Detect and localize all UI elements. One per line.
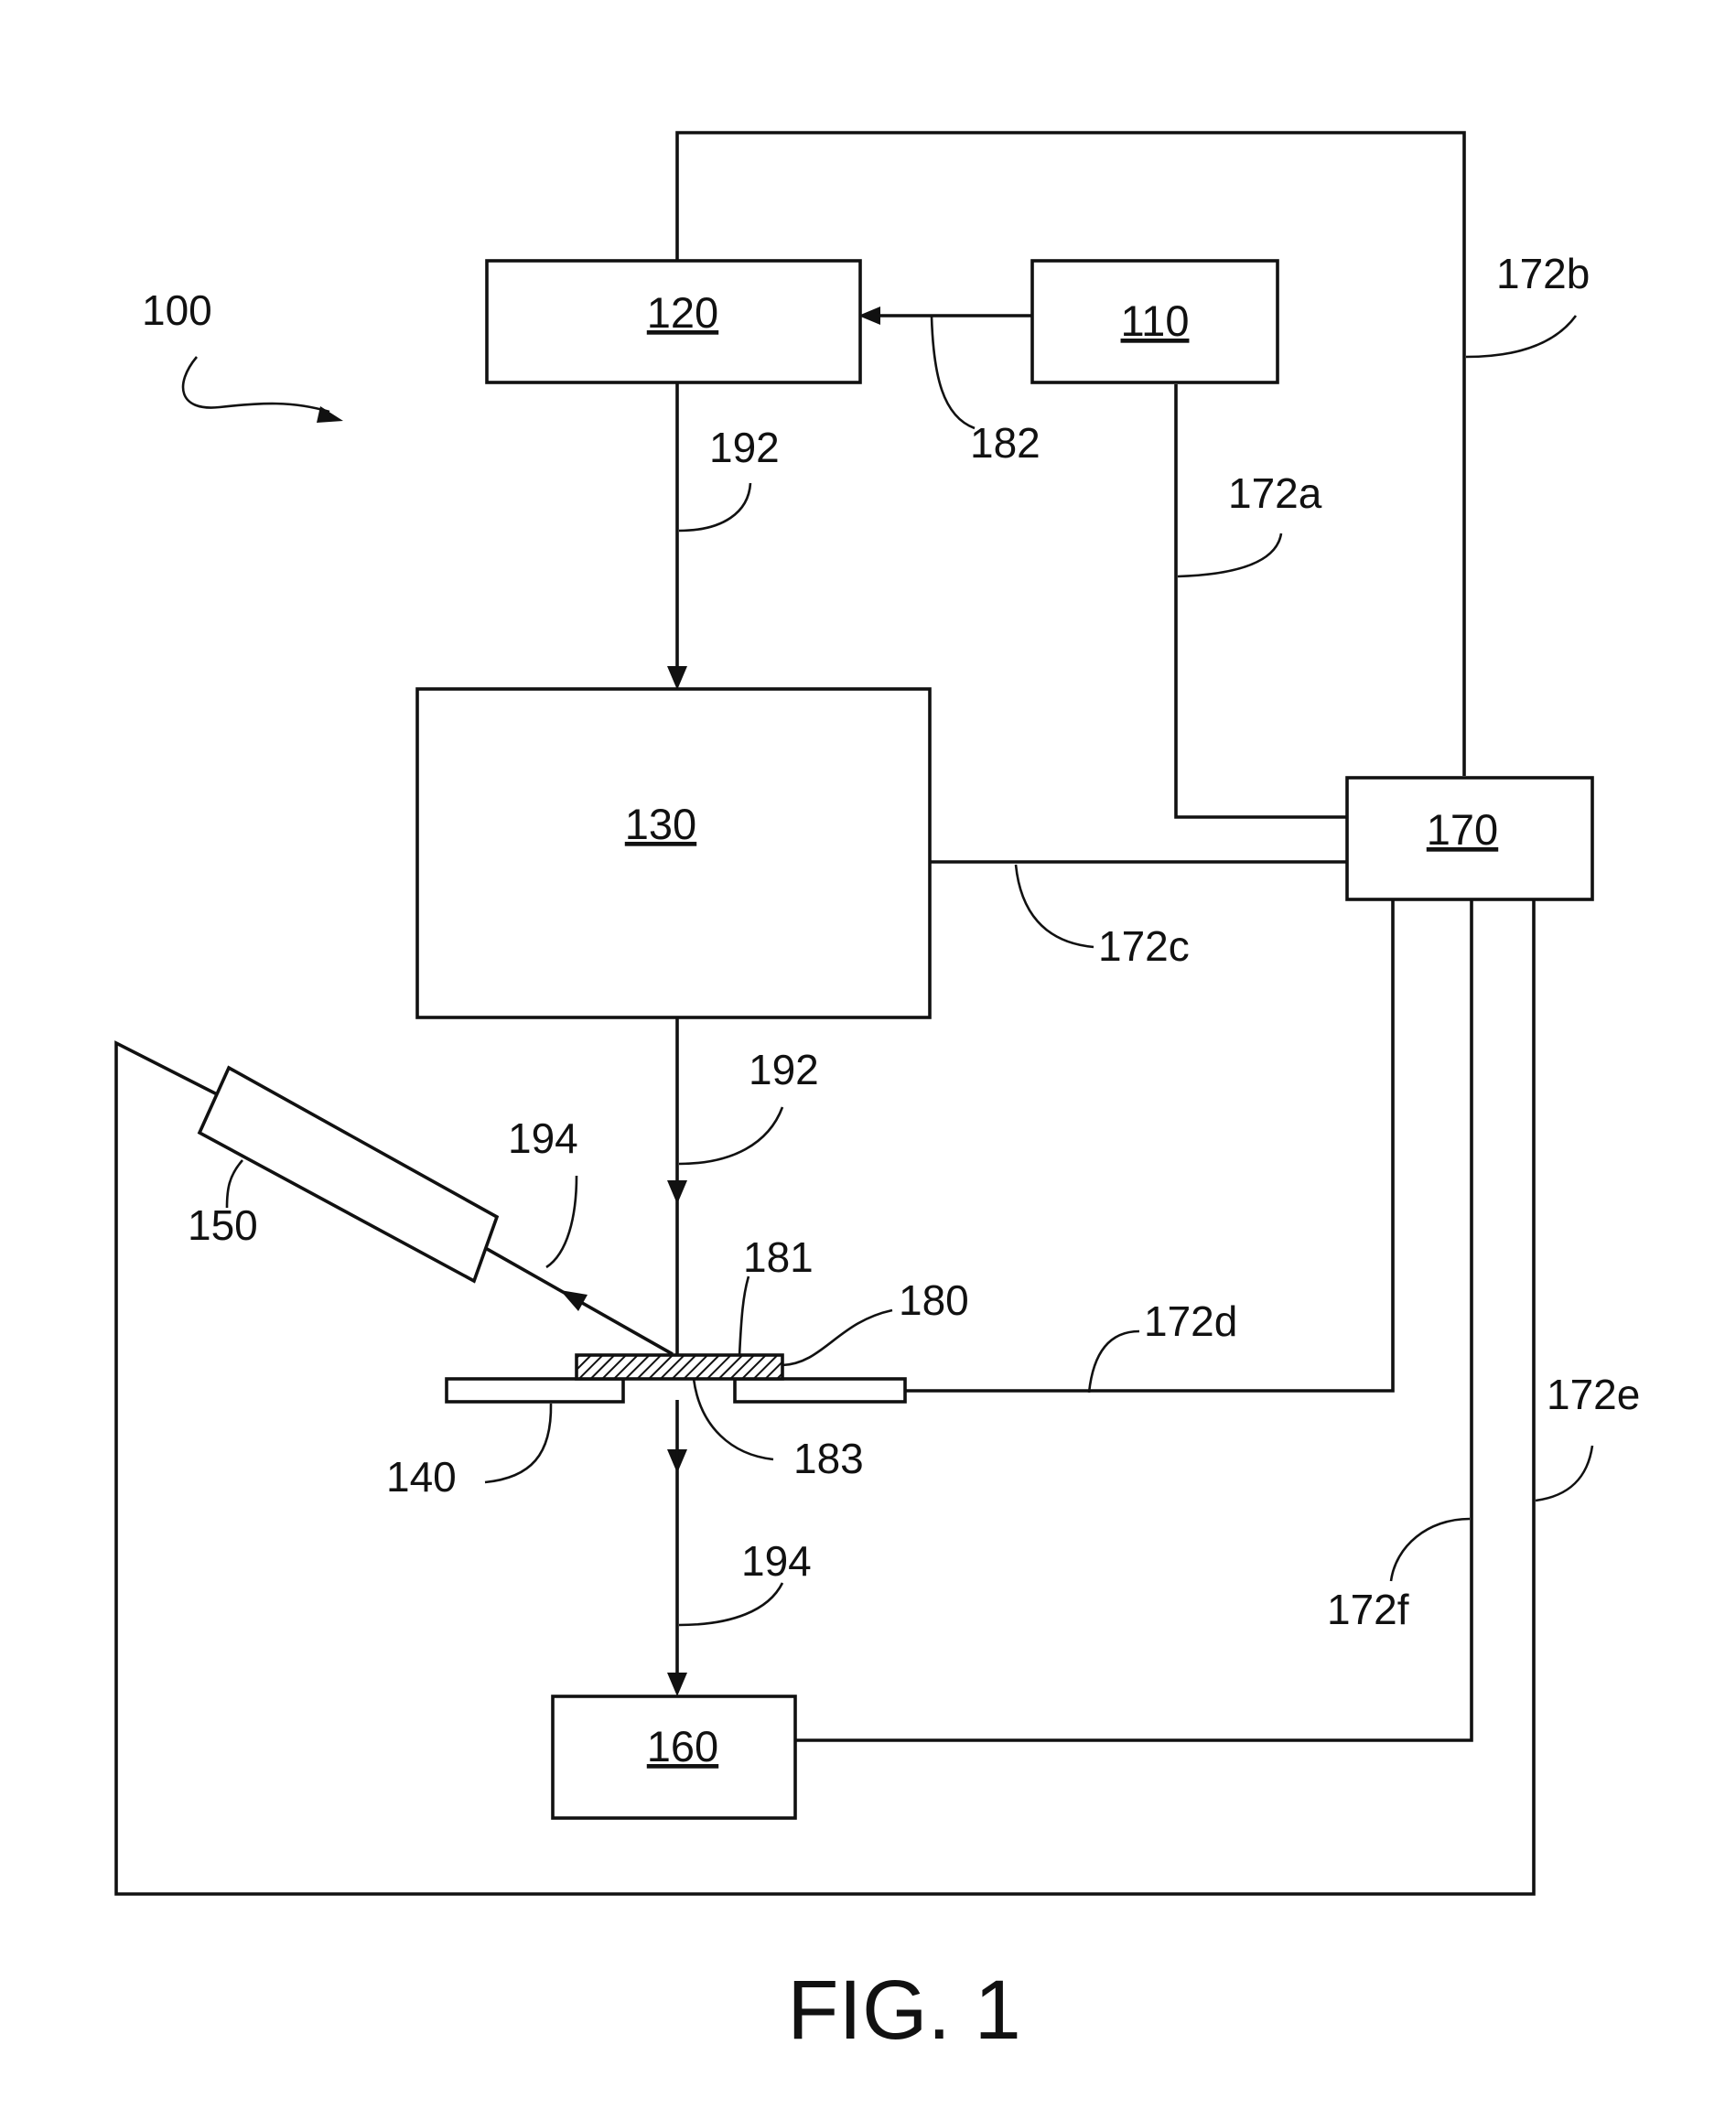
leader-182 [932, 317, 975, 428]
label-120: 120 [647, 288, 718, 337]
leader-140 [485, 1404, 551, 1482]
label-172c: 172c [1098, 922, 1190, 970]
figure-caption: FIG. 1 [787, 1964, 1021, 2057]
leader-100 [183, 357, 329, 412]
label-172e: 172e [1547, 1371, 1640, 1418]
arrowhead-194-lower [667, 1673, 687, 1696]
label-172b: 172b [1496, 250, 1590, 297]
stage-140-right [735, 1379, 905, 1402]
label-140: 140 [386, 1453, 457, 1501]
label-192-mid: 192 [749, 1046, 819, 1093]
leader-181 [739, 1276, 749, 1356]
label-170: 170 [1427, 805, 1498, 854]
line-172a [1176, 384, 1347, 817]
box-130 [417, 689, 930, 1017]
label-181: 181 [743, 1233, 814, 1281]
label-183: 183 [793, 1435, 864, 1482]
label-180: 180 [899, 1276, 969, 1324]
label-160: 160 [647, 1722, 718, 1770]
stage-140-left [447, 1379, 623, 1402]
label-172a: 172a [1228, 469, 1322, 517]
line-172b [677, 133, 1464, 776]
leader-180 [782, 1310, 892, 1365]
leader-172d [1089, 1331, 1139, 1393]
label-194-lower: 194 [741, 1537, 812, 1585]
leader-194-upper [546, 1176, 577, 1267]
arrowhead-194-upper [560, 1290, 588, 1311]
arrowhead-192-mid [667, 1180, 687, 1204]
label-172d: 172d [1144, 1297, 1237, 1345]
arrowhead-100 [317, 406, 343, 423]
label-110: 110 [1121, 296, 1190, 345]
label-172f: 172f [1327, 1586, 1409, 1633]
leader-192-top [679, 483, 750, 531]
detector-150 [199, 1068, 497, 1281]
label-100: 100 [142, 286, 212, 334]
arrowhead-192-top [667, 666, 687, 690]
leader-172b [1466, 316, 1576, 357]
label-182: 182 [970, 419, 1041, 467]
label-194-upper: 194 [508, 1114, 578, 1162]
leader-192-mid [679, 1107, 782, 1164]
label-130: 130 [625, 800, 696, 848]
leader-172e [1536, 1446, 1592, 1501]
leader-194-lower [679, 1583, 782, 1625]
label-150: 150 [188, 1201, 258, 1249]
leader-172c [1016, 865, 1094, 947]
leader-172f [1391, 1519, 1470, 1581]
sample-180 [577, 1355, 782, 1379]
leader-172a [1178, 533, 1281, 576]
label-192-top: 192 [709, 424, 780, 471]
